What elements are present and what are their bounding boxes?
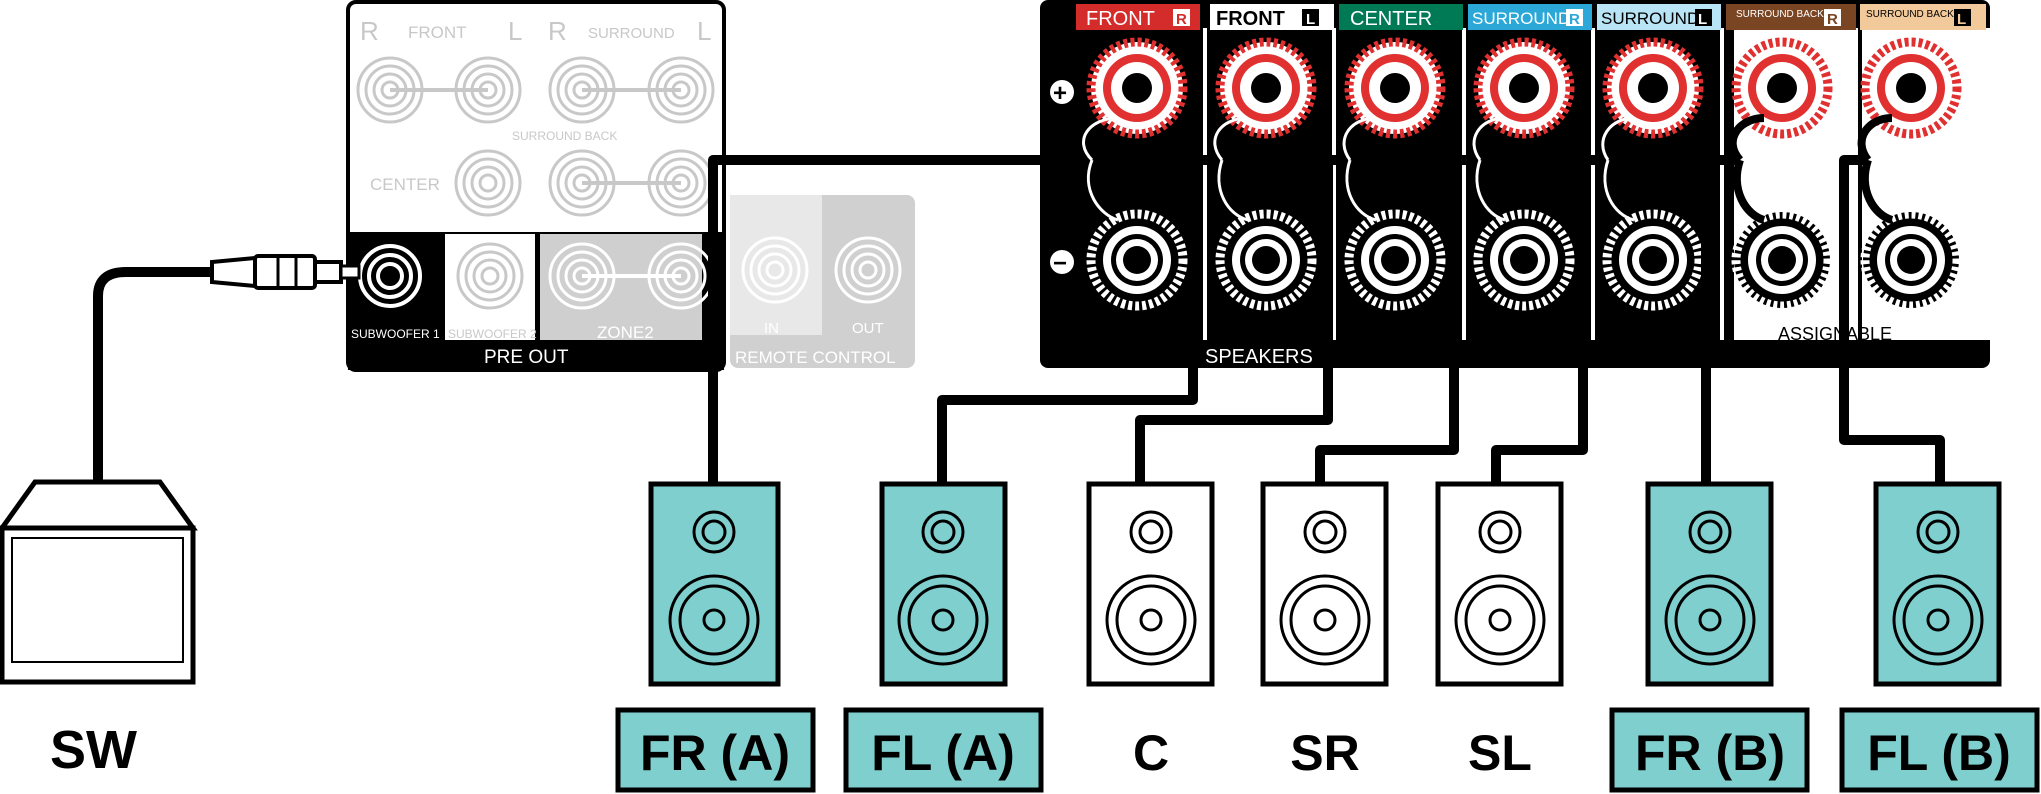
tab-surround-back-r-side: R bbox=[1827, 11, 1838, 28]
terminal-surround-r-minus bbox=[1478, 214, 1570, 306]
remote-bar-label: REMOTE CONTROL bbox=[735, 348, 896, 367]
tab-surround-back-l-label: SURROUND BACK bbox=[1866, 9, 1954, 20]
speaker-sl bbox=[1435, 481, 1564, 687]
cable-fl-a bbox=[937, 155, 1222, 484]
terminal-center-minus bbox=[1349, 214, 1441, 306]
terminal-surround-l-minus bbox=[1607, 214, 1699, 306]
tab-front-l-side: L bbox=[1306, 11, 1315, 28]
preout-bar-label: PRE OUT bbox=[484, 347, 569, 368]
plus-label: + bbox=[1053, 80, 1067, 107]
subwoofer2-label: SUBWOOFER 2 bbox=[448, 327, 537, 341]
subwoofer-box bbox=[0, 479, 198, 685]
speaker-label-fr-a: FR (A) bbox=[640, 725, 790, 781]
speaker-label-sl: SL bbox=[1468, 725, 1532, 781]
label-box-fr-a bbox=[615, 707, 816, 793]
cable-fr-b bbox=[1701, 155, 1740, 484]
speaker-terminal-panel: FRONT R FRONT L CENTER SURROUND R SURROU… bbox=[1040, 0, 1990, 368]
label-box-fl-a bbox=[843, 707, 1044, 793]
preout-surround-r: R bbox=[548, 16, 567, 46]
cable-fr-a bbox=[708, 155, 1092, 484]
plus-marker bbox=[1050, 80, 1074, 104]
cable-c bbox=[1135, 155, 1350, 484]
cable-strands-dark bbox=[1728, 114, 1894, 224]
cable-strands bbox=[1082, 116, 1635, 222]
tab-front-r-side: R bbox=[1176, 11, 1187, 28]
speaker-label-fl-a: FL (A) bbox=[871, 725, 1014, 781]
tab-center-label: CENTER bbox=[1350, 8, 1432, 30]
preout-surround-label: SURROUND bbox=[588, 25, 675, 42]
terminal-front-r-minus bbox=[1091, 214, 1183, 306]
remote-out-label: OUT bbox=[852, 320, 884, 337]
tab-surround-r-label: SURROUND bbox=[1472, 9, 1570, 28]
tab-surround-back-r-label: SURROUND BACK bbox=[1736, 9, 1824, 20]
speaker-fr-b bbox=[1645, 481, 1774, 687]
subwoofer-label: SW bbox=[50, 720, 137, 780]
preout-front-label: FRONT bbox=[408, 23, 467, 42]
preout-panel: R FRONT L R SURROUND L SURROUND BACK CEN… bbox=[346, 0, 726, 372]
speaker-cables bbox=[93, 155, 1945, 484]
zone2-label: ZONE2 bbox=[597, 323, 654, 342]
speaker-fr-a bbox=[648, 481, 781, 687]
assignable-label: ASSIGNABLE bbox=[1778, 324, 1892, 344]
preout-front-r: R bbox=[360, 16, 379, 46]
tab-surround-r-side: R bbox=[1569, 11, 1580, 28]
cable-sr bbox=[1315, 155, 1480, 484]
tab-surround-back-l-side: L bbox=[1957, 11, 1966, 28]
terminal-front-l-minus bbox=[1220, 214, 1312, 306]
cable-sl bbox=[1491, 155, 1608, 484]
minus-label: − bbox=[1053, 250, 1067, 277]
speaker-label-sr: SR bbox=[1290, 725, 1359, 781]
tab-front-r-label: FRONT bbox=[1086, 8, 1155, 30]
rca-plug bbox=[210, 254, 361, 290]
subwoofer1-label: SUBWOOFER 1 bbox=[351, 327, 440, 341]
speaker-fl-b bbox=[1873, 481, 2002, 687]
speaker-label-fl-b: FL (B) bbox=[1867, 725, 2010, 781]
speaker-label-c: C bbox=[1133, 725, 1169, 781]
preout-surround-back-label: SURROUND BACK bbox=[512, 129, 617, 143]
preout-surround-l: L bbox=[697, 16, 711, 46]
speaker-label-fr-b: FR (B) bbox=[1635, 725, 1785, 781]
speakers-bar-label: SPEAKERS bbox=[1205, 346, 1313, 368]
speaker-fl-a bbox=[879, 481, 1008, 687]
tab-surround-l-label: SURROUND bbox=[1601, 9, 1699, 28]
remote-in-label: IN bbox=[764, 320, 779, 337]
label-box-fl-b bbox=[1839, 707, 2040, 793]
speaker-sr bbox=[1260, 481, 1389, 687]
preout-center-label: CENTER bbox=[370, 175, 440, 194]
tab-center bbox=[1339, 4, 1463, 30]
minus-marker bbox=[1050, 250, 1074, 274]
cable-subwoofer bbox=[93, 267, 218, 480]
preout-front-l: L bbox=[508, 16, 522, 46]
label-box-fr-b bbox=[1609, 707, 1810, 793]
tab-front-l-label: FRONT bbox=[1216, 8, 1285, 30]
remote-control-panel: IN OUT REMOTE CONTROL bbox=[730, 195, 915, 368]
cable-fl-b bbox=[1839, 155, 1945, 484]
tab-surround-l-side: L bbox=[1698, 11, 1707, 28]
speaker-c bbox=[1086, 481, 1215, 687]
